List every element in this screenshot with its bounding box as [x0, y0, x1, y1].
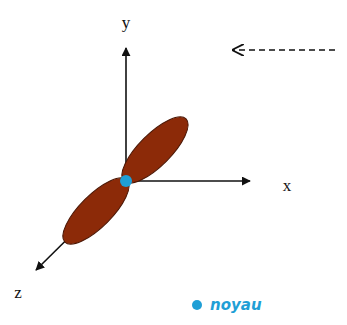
legend-text: noyau [210, 296, 262, 314]
axis-label: z [14, 284, 22, 301]
legend-entry: noyau [192, 296, 262, 314]
axis-label: y [122, 14, 131, 31]
dashed-arrow [233, 49, 335, 51]
nucleus-dot [120, 175, 132, 187]
orbital-lobe [113, 108, 198, 193]
legend-swatch [192, 300, 202, 310]
axis-label: x [283, 177, 292, 194]
x-axis [126, 180, 250, 182]
orbital-lobe [54, 169, 139, 254]
